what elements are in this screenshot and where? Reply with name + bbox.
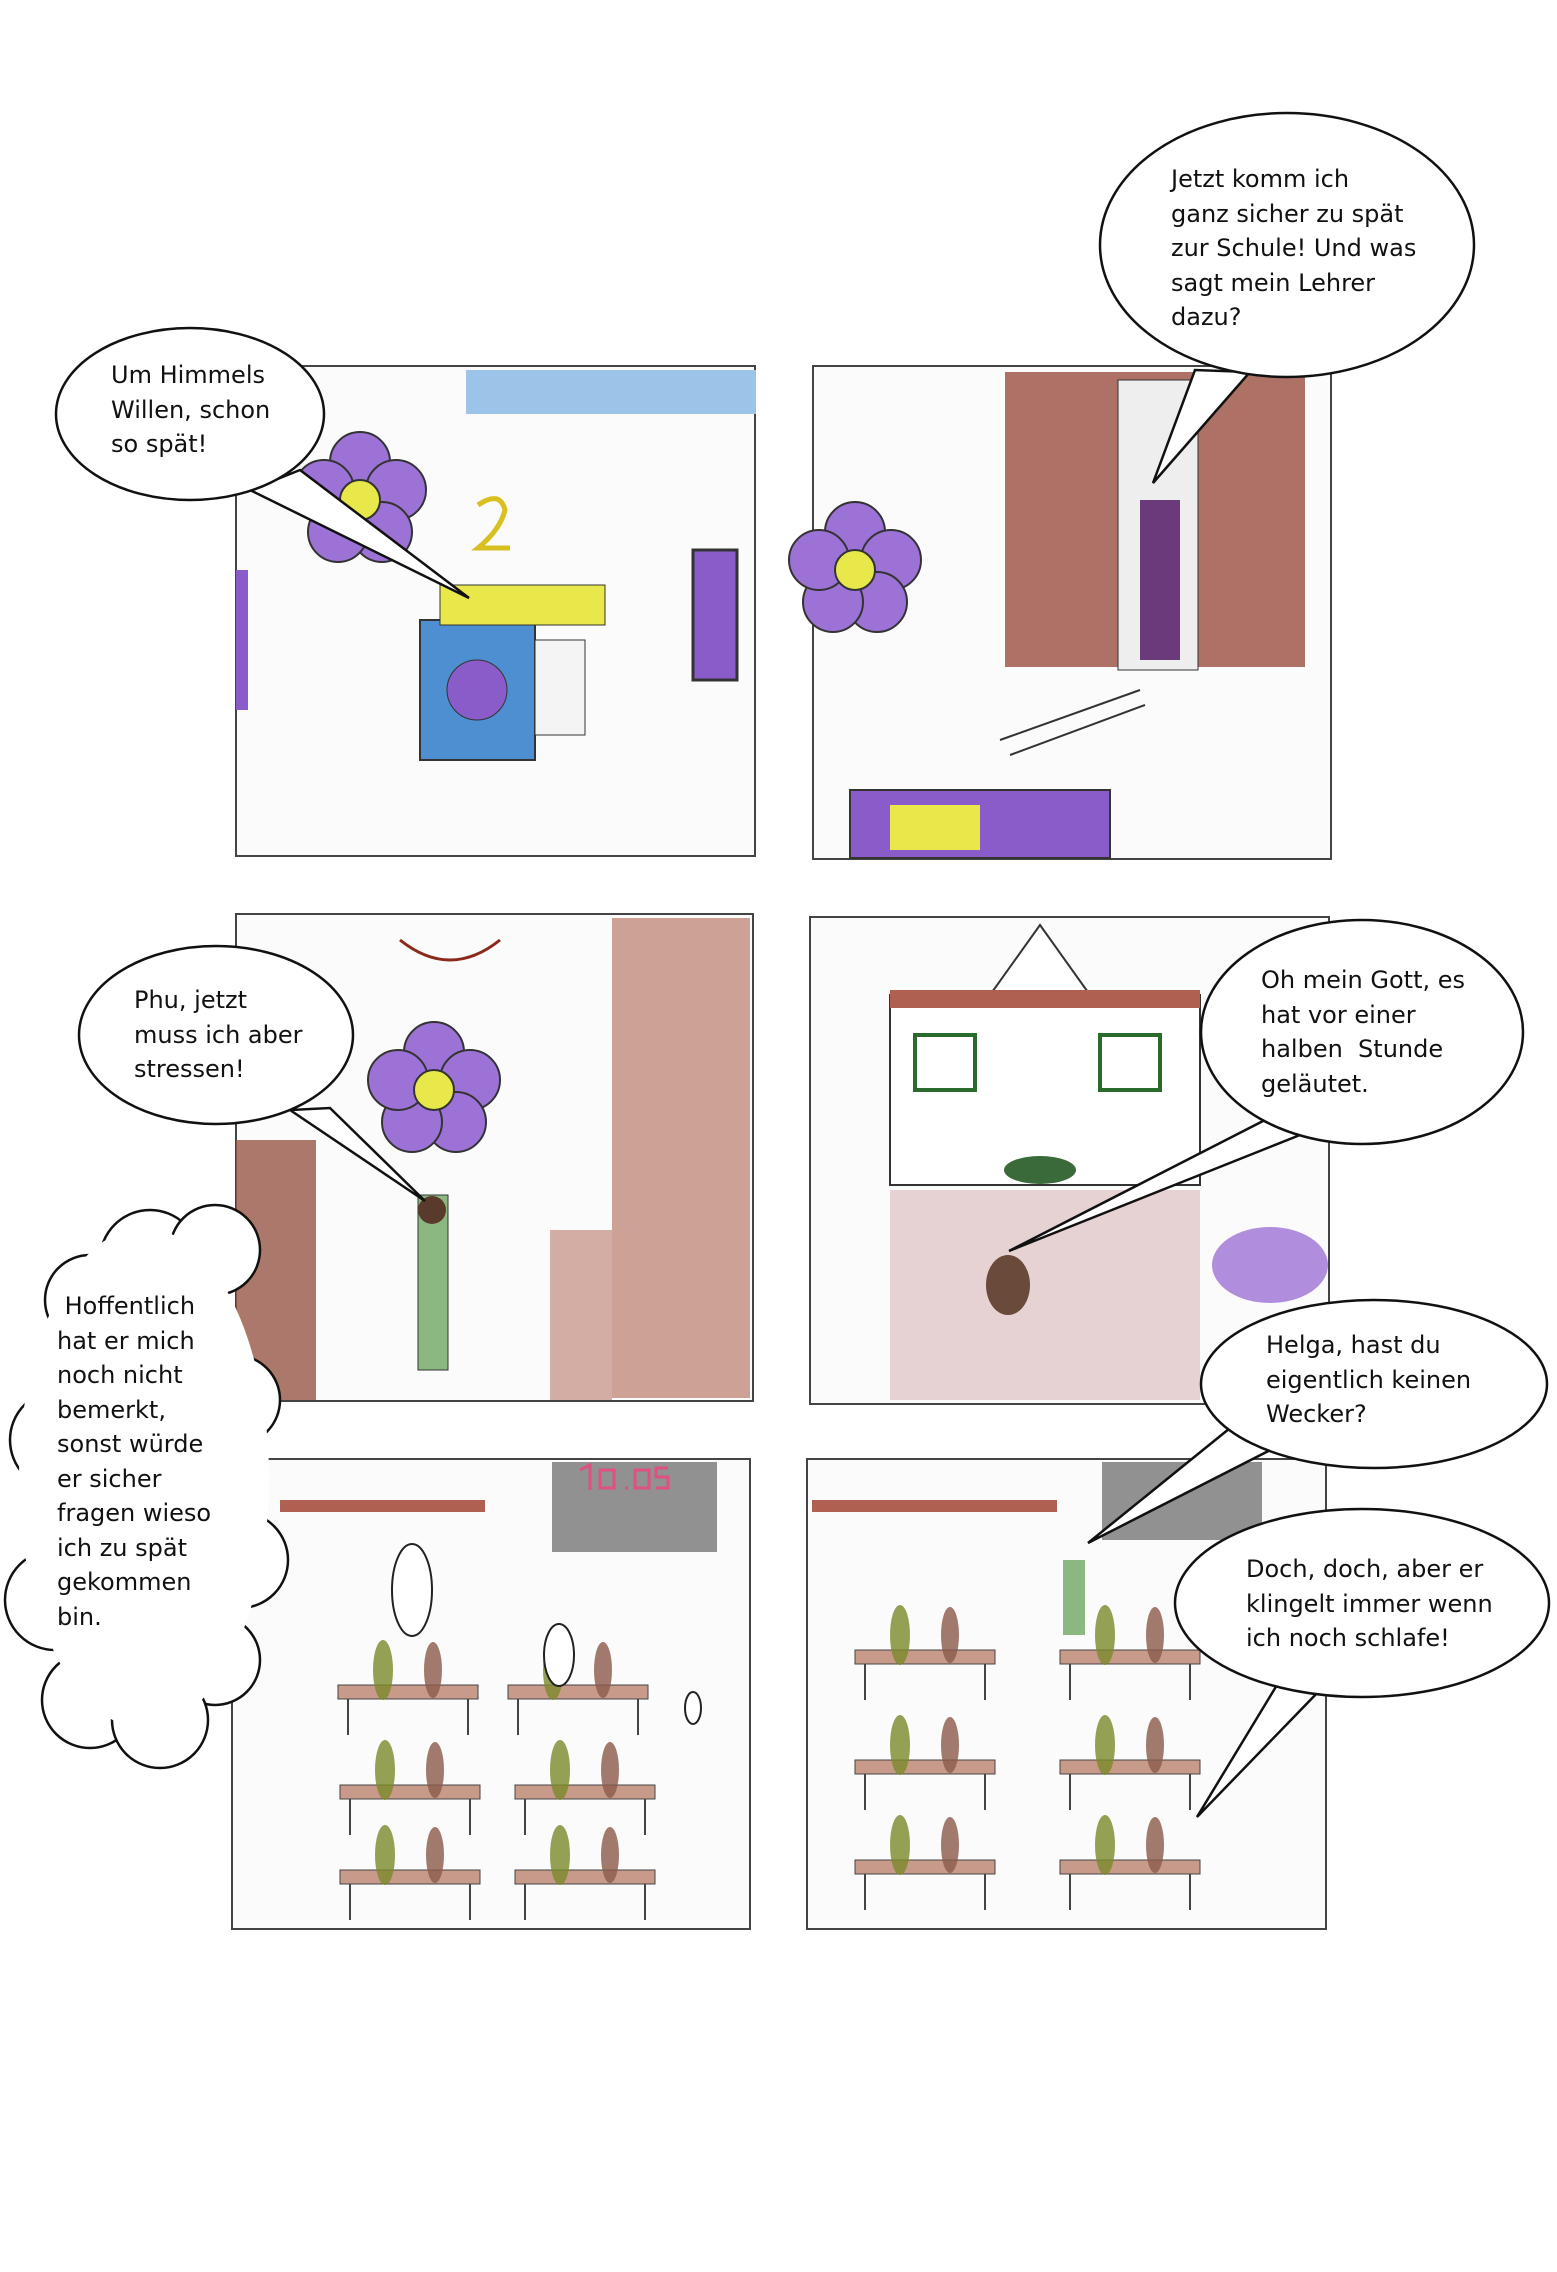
- panel-5-classroom: [231, 1458, 751, 1930]
- text-line: eigentlich keinen: [1266, 1365, 1472, 1394]
- panel-1-bedroom: [235, 365, 756, 857]
- text-line: noch nicht: [57, 1361, 183, 1389]
- cloud-5-text: Hoffentlich hat er mich noch nicht bemerkt,…: [57, 1289, 211, 1634]
- text-line: sagt mein Lehrer: [1171, 268, 1376, 297]
- text-line: Oh mein Gott, es: [1261, 966, 1466, 994]
- bubble-3-text: Phu, jetzt muss ich aber stressen!: [134, 983, 303, 1087]
- text-line: Hoffentlich: [57, 1292, 196, 1320]
- bubble-7-text: Doch, doch, aber er klingelt immer wenn ic…: [1246, 1552, 1493, 1656]
- text-line: klingelt immer wenn: [1246, 1589, 1493, 1618]
- panel-2-wardrobe: [788, 365, 1332, 860]
- speech-bubble-7: [1173, 1507, 1551, 1818]
- text-line: Helga, hast du: [1266, 1331, 1441, 1359]
- text-line: Phu, jetzt: [134, 986, 248, 1014]
- text-line: so spät!: [111, 430, 208, 458]
- text-line: geläutet.: [1261, 1069, 1369, 1098]
- text-line: Willen, schon: [111, 395, 271, 424]
- text-line: ganz sicher zu spät: [1171, 199, 1404, 228]
- speech-bubble-1: [54, 326, 470, 600]
- text-line: stressen!: [134, 1055, 245, 1083]
- text-line: Wecker?: [1266, 1400, 1367, 1428]
- speech-bubble-6: [1087, 1298, 1549, 1545]
- text-line: sonst würde: [57, 1430, 204, 1458]
- bubble-4-text: Oh mein Gott, es hat vor einer halben Stun…: [1261, 963, 1465, 1101]
- text-line: fragen wieso: [57, 1499, 212, 1527]
- text-line: muss ich aber: [134, 1020, 303, 1049]
- text-line: bin.: [57, 1602, 102, 1631]
- text-line: hat vor einer: [1261, 1000, 1416, 1029]
- text-line: zur Schule! Und was: [1171, 234, 1417, 262]
- text-line: halben Stunde: [1261, 1035, 1444, 1063]
- text-line: hat er mich: [57, 1326, 195, 1355]
- text-line: Jetzt komm ich: [1171, 165, 1350, 193]
- text-line: dazu?: [1171, 303, 1242, 331]
- thought-cloud-5: [3, 1203, 290, 1770]
- speech-bubble-2: [1098, 111, 1476, 484]
- speech-bubble-3: [77, 944, 426, 1203]
- text-line: Um Himmels: [111, 361, 265, 389]
- text-line: gekommen: [57, 1568, 192, 1596]
- speech-bubble-4: [1008, 918, 1525, 1253]
- text-line: er sicher: [57, 1464, 162, 1493]
- text-line: ich noch schlafe!: [1246, 1624, 1450, 1652]
- text-line: ich zu spät: [57, 1533, 187, 1562]
- bubble-2-text: Jetzt komm ich ganz sicher zu spät zur Sch…: [1171, 162, 1416, 335]
- text-line: bemerkt,: [57, 1395, 166, 1424]
- text-line: Doch, doch, aber er: [1246, 1555, 1484, 1583]
